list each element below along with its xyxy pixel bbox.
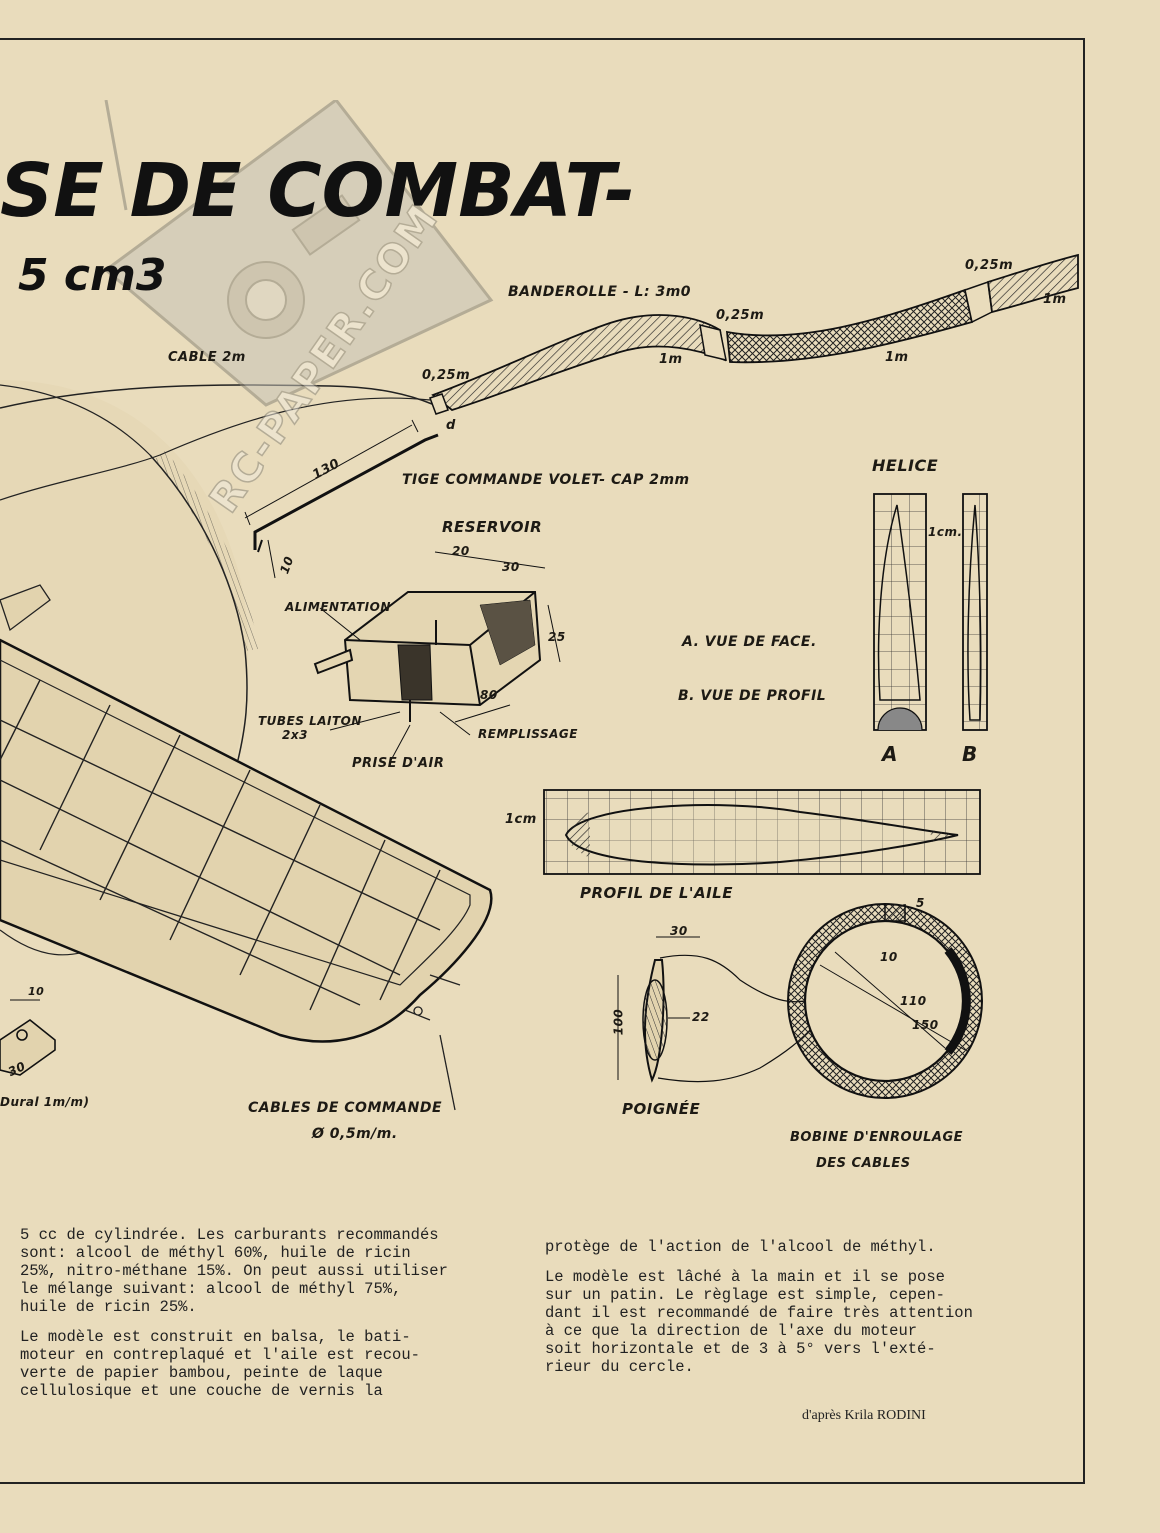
label-bobine-5: 5 (916, 896, 925, 910)
label-dim-025-b: 0,25m (716, 308, 765, 323)
label-alimentation: ALIMENTATION (285, 600, 391, 614)
wing-structure (0, 584, 493, 1111)
label-profil-1cm: 1cm (505, 812, 537, 827)
label-helice-1cm: 1cm. (928, 525, 963, 539)
paragraph: Le modèle est lâché à la main et il se p… (545, 1268, 973, 1376)
label-cables-dim: Ø 0,5m/m. (312, 1126, 398, 1142)
page-title: SE DE COMBAT- (0, 148, 636, 234)
propeller-drawings (873, 493, 988, 731)
label-poignee-30: 30 (670, 924, 688, 938)
paragraph: protège de l'action de l'alcool de méthy… (545, 1238, 936, 1256)
label-tubes-laiton: TUBES LAITON (258, 714, 362, 728)
label-left-10: 10 (28, 985, 45, 998)
banderolle-streamer (429, 253, 1079, 415)
label-banderolle: BANDEROLLE - L: 3m0 (508, 284, 692, 300)
label-a: A (882, 742, 898, 766)
page-subtitle: 5 cm3 (18, 250, 167, 301)
label-dim-1m-a: 1m (659, 352, 683, 367)
page-frame (0, 38, 1085, 1484)
label-bobine-150: 150 (912, 1018, 939, 1032)
control-rod (244, 419, 439, 579)
credit-line: d'après Krila RODINI (802, 1408, 926, 1423)
watermark-stamp: RC-PAPER.COM (96, 97, 496, 522)
label-res-80: 80 (480, 688, 498, 702)
label-dim-025-c: 0,25m (965, 258, 1014, 273)
text-column-right: protège de l'action de l'alcool de méthy… (545, 1238, 1045, 1388)
label-vue-face: A. VUE DE FACE. (682, 634, 817, 650)
label-dim-025-a: 0,25m (422, 368, 471, 383)
label-bobine-10: 10 (880, 950, 898, 964)
label-reservoir: RESERVOIR (442, 518, 543, 536)
cable-reel (787, 903, 983, 1099)
bracket-part (0, 999, 56, 1076)
paragraph: Le modèle est construit en balsa, le bat… (20, 1328, 420, 1400)
label-tige: TIGE COMMANDE VOLET- CAP 2mm (402, 472, 690, 488)
text-column-left: 5 cc de cylindrée. Les carburants recomm… (20, 1226, 510, 1412)
label-bobine-110: 110 (900, 994, 927, 1008)
label-b: B (962, 742, 978, 766)
label-bobine-line1: BOBINE D'ENROULAGE (790, 1130, 964, 1145)
label-poignee: POIGNÉE (622, 1100, 701, 1118)
label-res-30: 30 (502, 560, 520, 574)
label-prise-air: PRISE D'AIR (352, 756, 445, 771)
label-cable: CABLE 2m (168, 350, 246, 365)
label-dim-1m-c: 1m (1043, 292, 1067, 307)
label-vue-profil: B. VUE DE PROFIL (678, 688, 827, 704)
handle-drawing (617, 936, 811, 1083)
label-remplissage: REMPLISSAGE (478, 727, 578, 741)
label-poignee-22: 22 (692, 1010, 710, 1024)
label-poignee-100: 100 (611, 1008, 626, 1036)
label-dim-1m-b: 1m (885, 350, 909, 365)
label-res-25: 25 (548, 630, 566, 644)
label-bobine-line2: DES CABLES (816, 1156, 911, 1171)
label-helice: HELICE (872, 456, 939, 475)
label-cables-commande: CABLES DE COMMANDE (248, 1100, 443, 1116)
reservoir-drawing (313, 551, 561, 763)
label-profil-aile: PROFIL DE L'AILE (580, 884, 733, 902)
label-tubes-dim: 2x3 (282, 728, 308, 742)
paragraph: 5 cc de cylindrée. Les carburants recomm… (20, 1226, 448, 1316)
wing-profile (543, 789, 981, 875)
label-dim-d: d (446, 418, 456, 433)
label-res-20: 20 (452, 544, 470, 558)
label-left-note: Dural 1m/m) (0, 1095, 90, 1109)
